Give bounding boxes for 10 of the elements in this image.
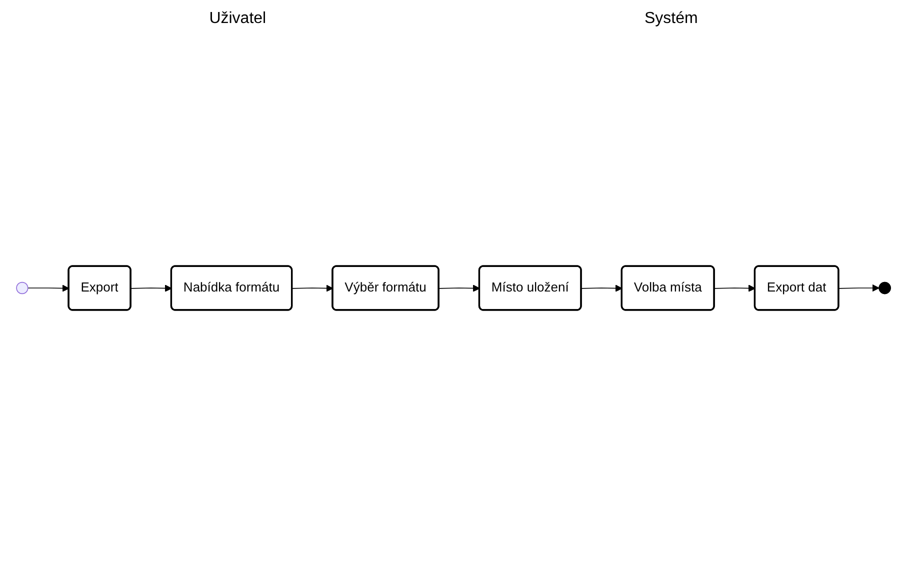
arrow <box>838 284 880 292</box>
lane-label: Uživatel <box>209 10 266 28</box>
arrow <box>292 284 334 292</box>
arrow <box>438 284 480 292</box>
arrow <box>581 284 622 292</box>
arrow <box>27 284 70 292</box>
node-circle <box>16 282 28 294</box>
lane-label: Systém <box>644 10 698 28</box>
arrow <box>130 284 172 292</box>
arrow <box>714 284 756 292</box>
